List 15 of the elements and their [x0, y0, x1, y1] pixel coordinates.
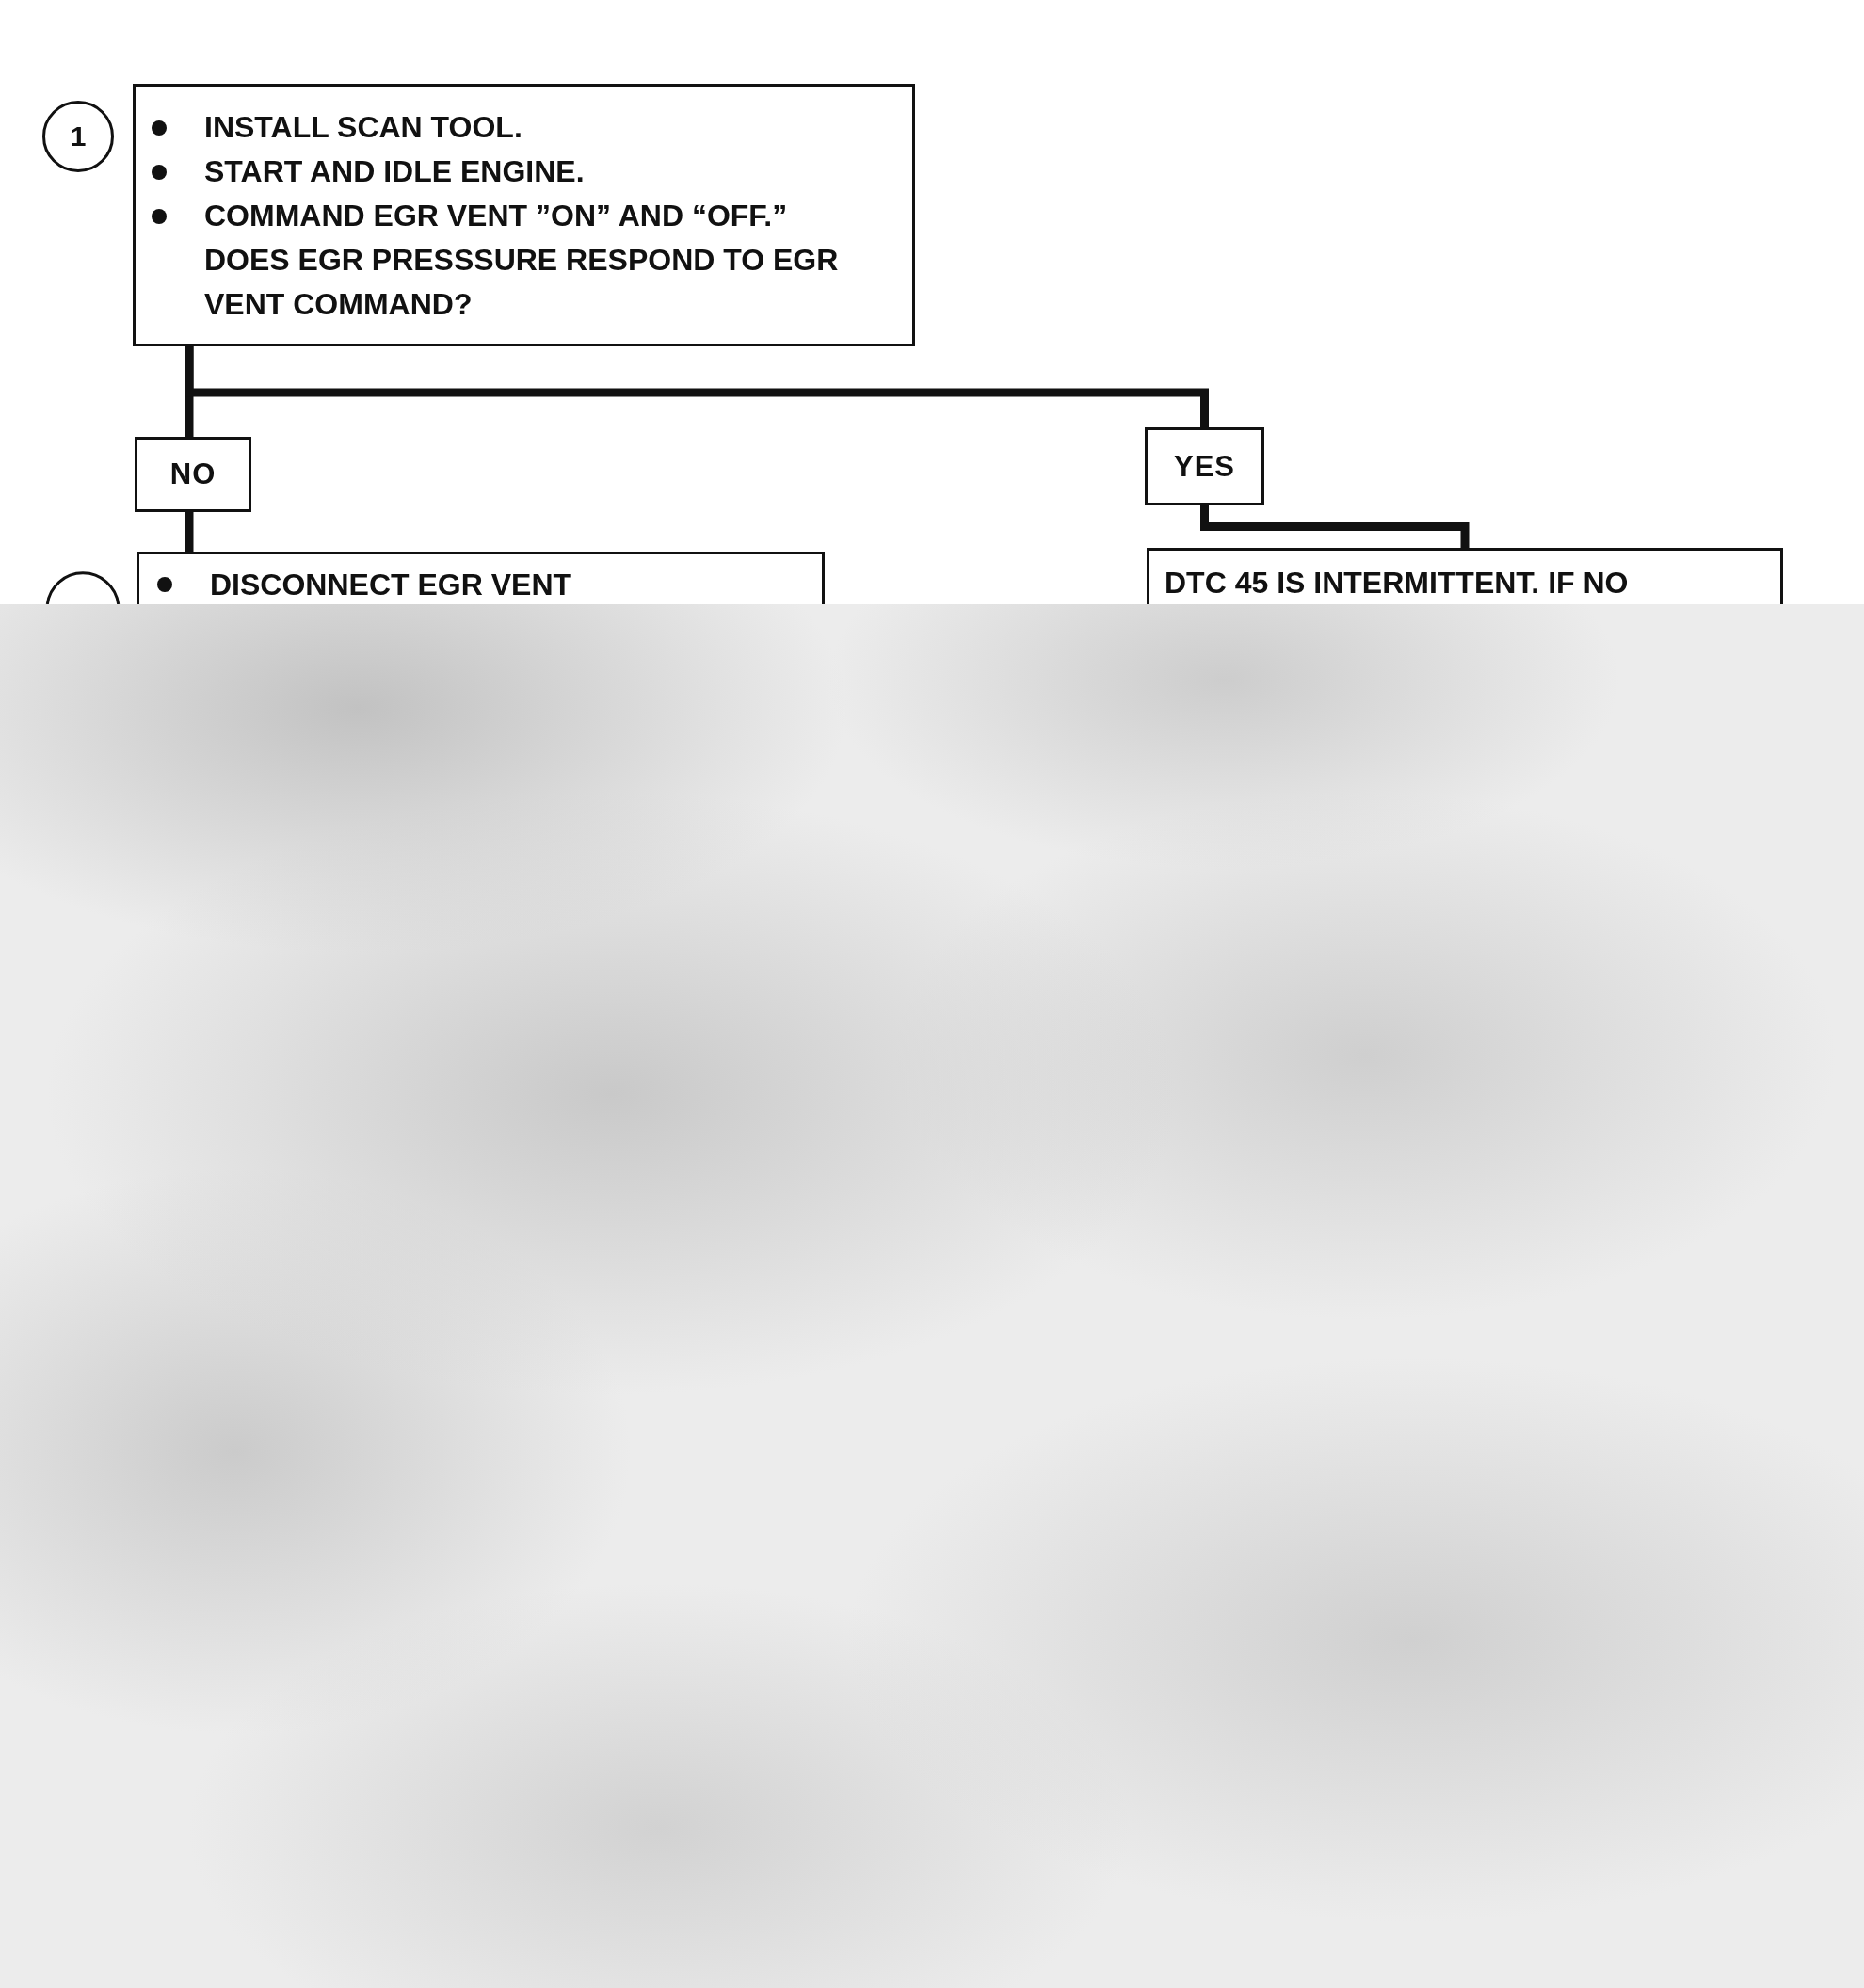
step-box — [133, 84, 915, 346]
answer-box: YES — [1145, 427, 1264, 505]
instruction-text: START AND IDLE ENGINE. — [204, 153, 586, 190]
connector-line — [185, 346, 1209, 427]
instruction-text: DOES EGR PRESSSURE RESPOND TO EGR VENT COMMAND? — [204, 242, 840, 323]
step-number: 1 — [42, 101, 114, 172]
connector-line — [1200, 505, 1470, 548]
instruction-text: INSTALL SCAN TOOL. — [204, 109, 523, 146]
instruction-text: COMMAND EGR VENT ”ON” AND “OFF.” — [204, 198, 789, 234]
instruction-text: DTC 45 IS INTERMITTENT. IF NO — [1165, 565, 1630, 601]
step-box — [1147, 548, 1783, 604]
instruction-text: DISCONNECT EGR VENT — [210, 567, 573, 603]
connector-line — [185, 512, 194, 552]
answer-box: NO — [135, 437, 251, 512]
step-box — [137, 552, 825, 604]
